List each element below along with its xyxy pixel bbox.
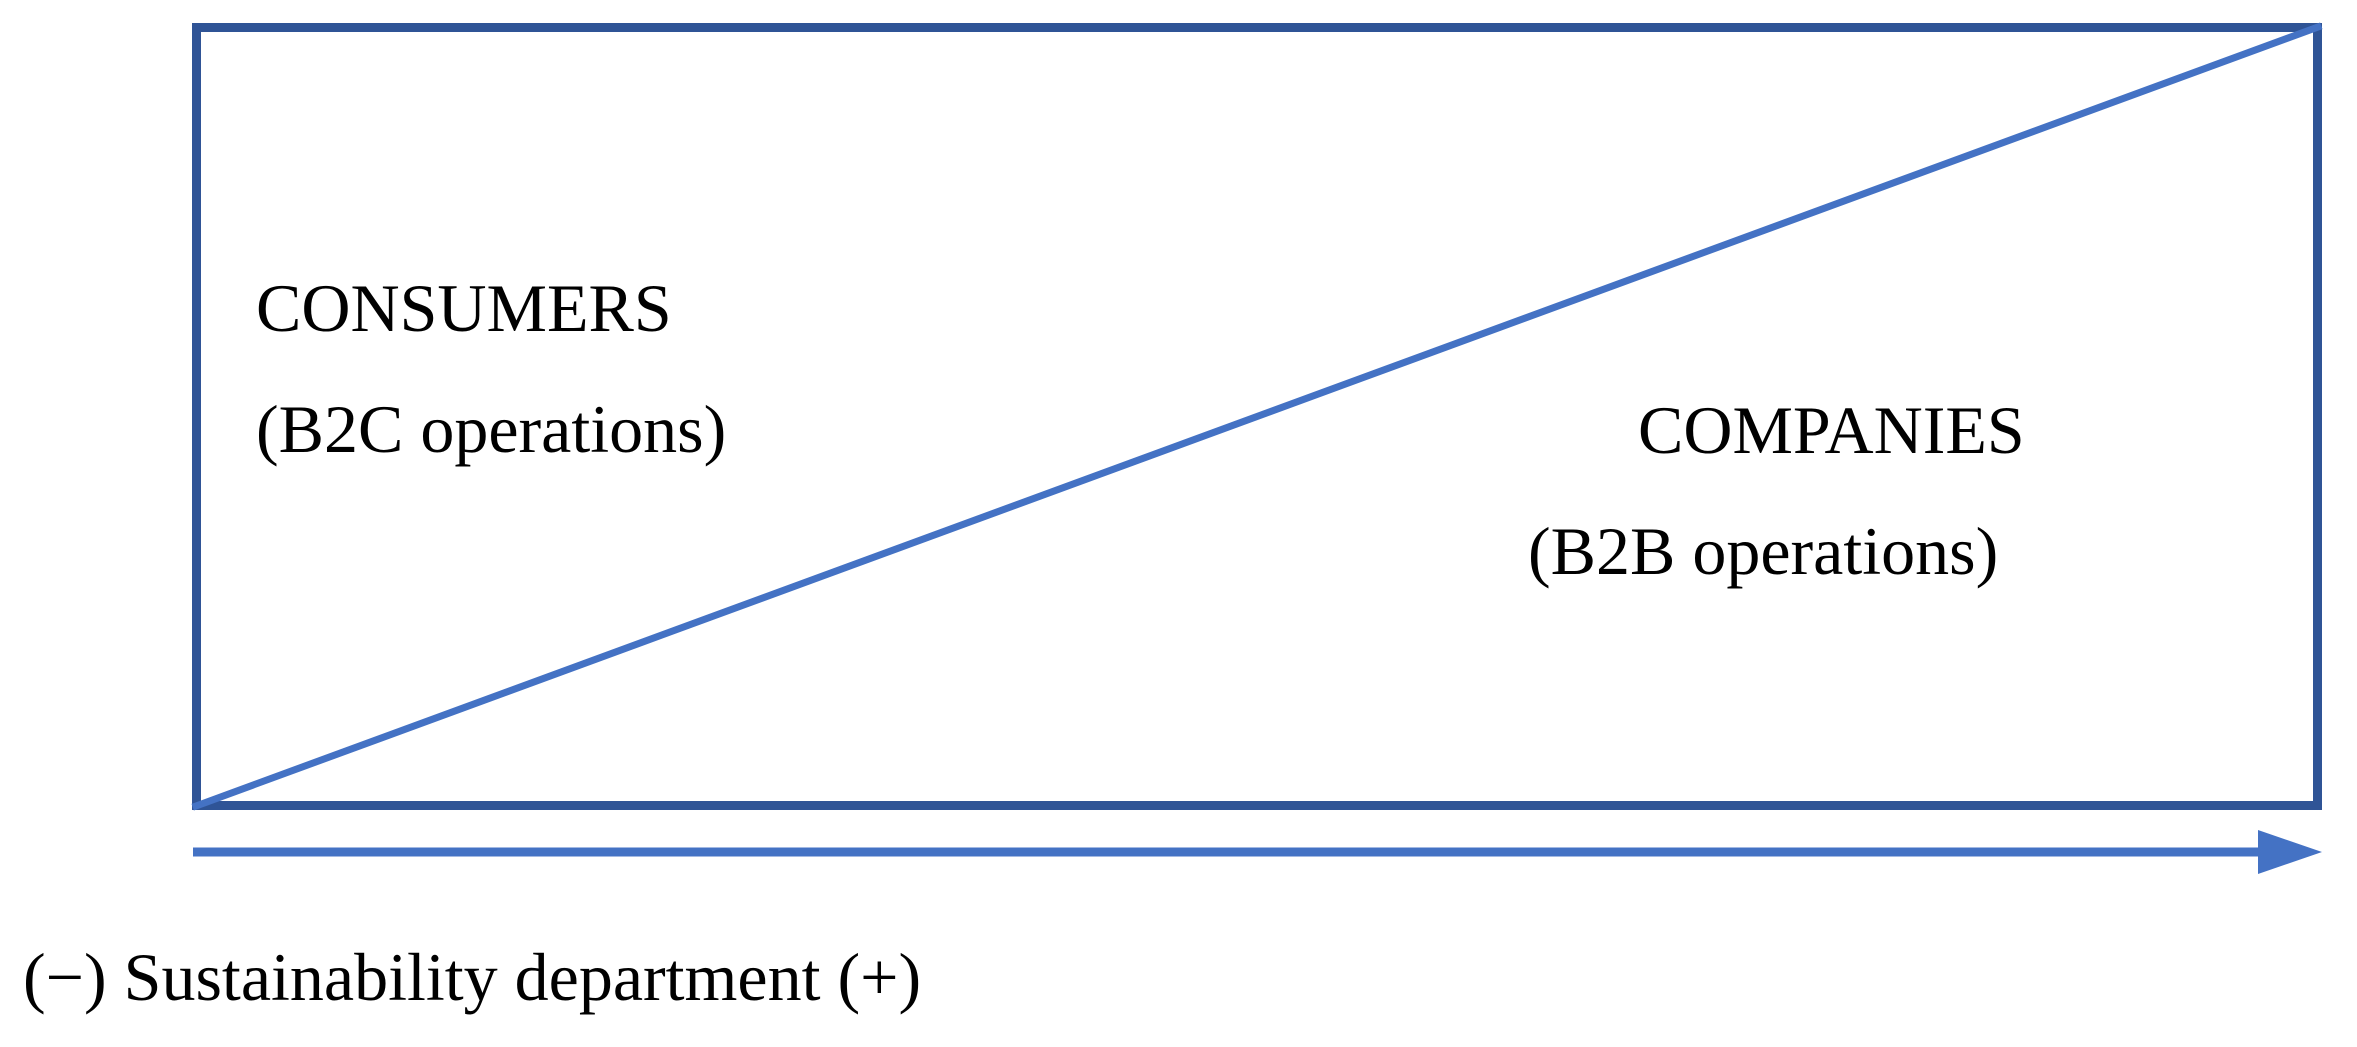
companies-title: COMPANIES [1638,392,2025,468]
consumers-label-group: CONSUMERS (B2C operations) [256,248,726,490]
axis-arrow-head [2258,830,2322,874]
companies-label-group: COMPANIES (B2B operations) [1528,370,2025,612]
axis-arrow-icon [193,830,2322,874]
companies-subtitle: (B2B operations) [1528,513,1999,590]
consumers-subtitle: (B2C operations) [256,391,727,468]
consumers-title: CONSUMERS [256,270,672,346]
axis-caption: (−) Sustainability department (+) [23,939,922,1015]
